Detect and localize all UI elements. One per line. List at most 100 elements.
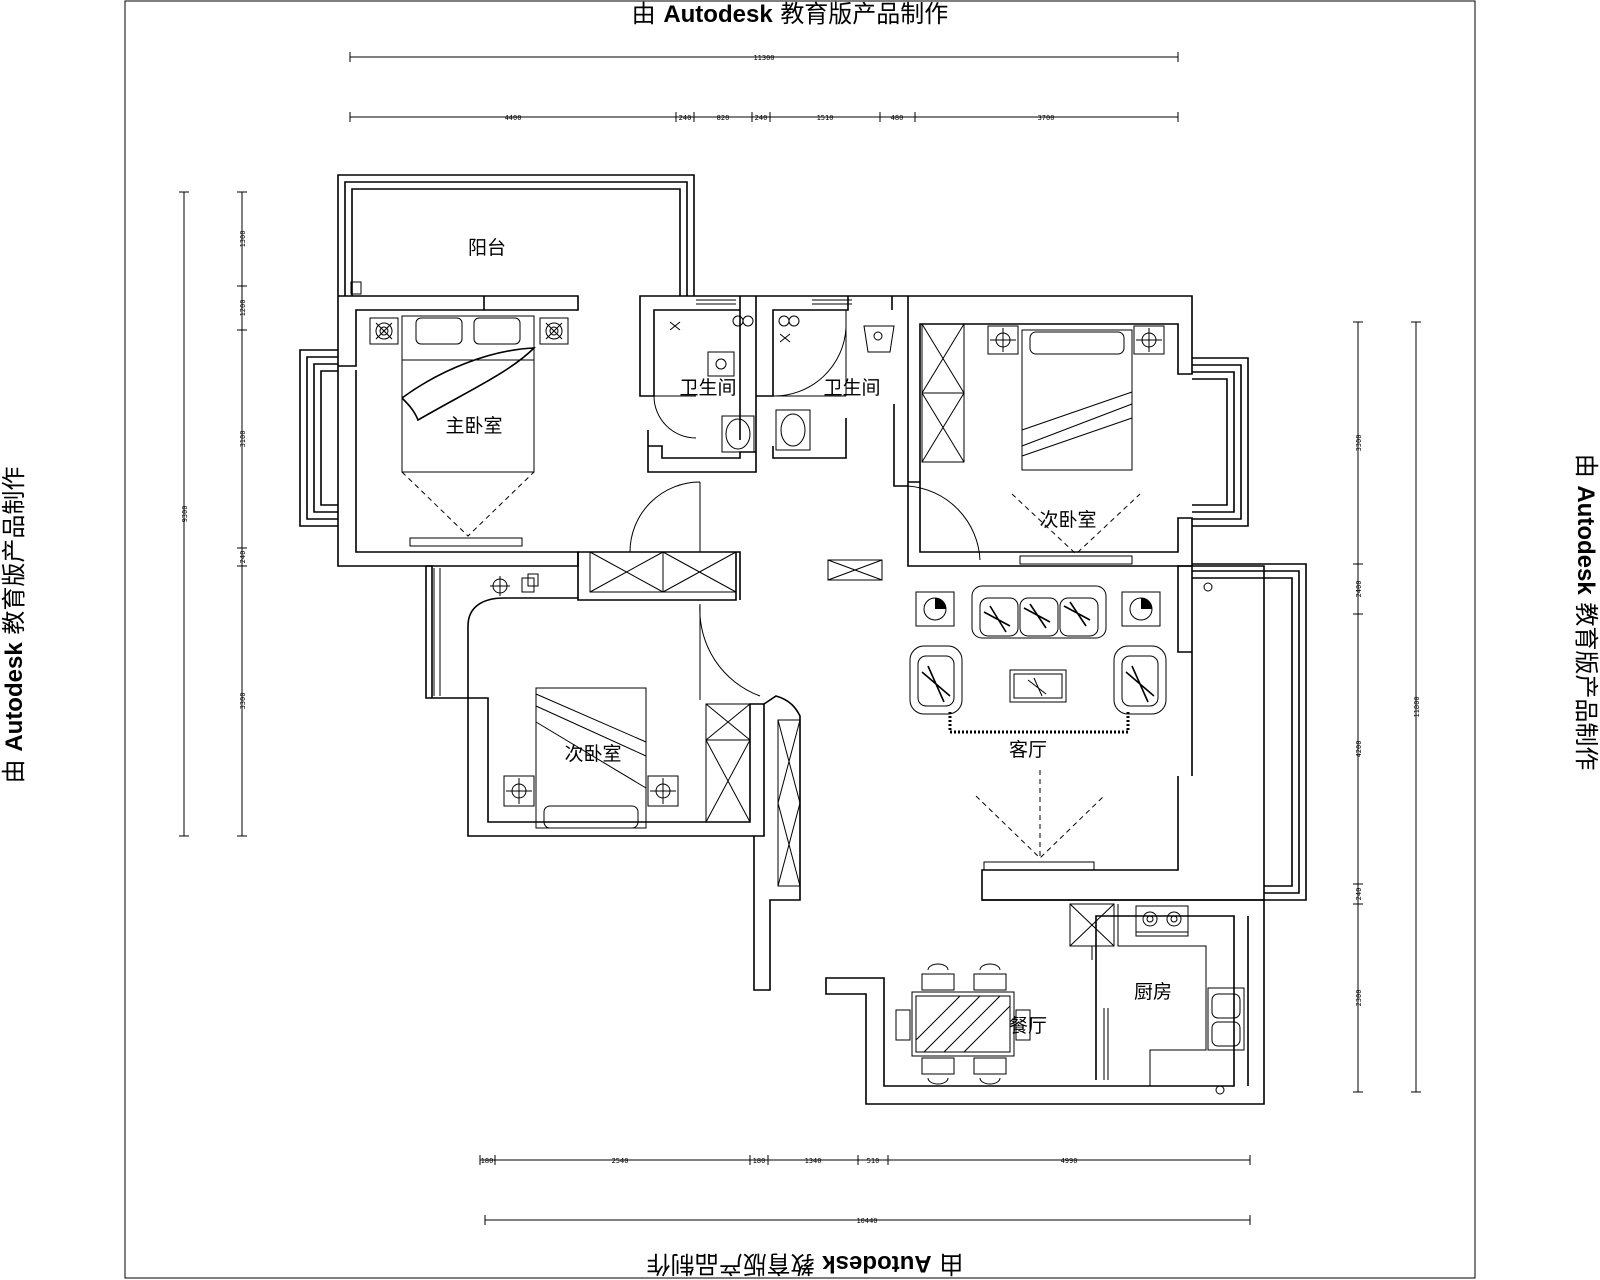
master-nightstand-left-icon	[369, 317, 399, 345]
dimension-bottom-total: 10440	[484, 1215, 1251, 1225]
watermark-left-suffix: 教育版产品制作	[0, 467, 28, 635]
right-bed	[1021, 329, 1133, 471]
watermark-right-brand: Autodesk	[1572, 485, 1599, 595]
balcony-railing	[337, 174, 695, 296]
coffee-table	[1009, 669, 1067, 703]
corridor-tall-cabinet	[777, 719, 801, 887]
bathroom-2-door	[772, 310, 847, 397]
master-tv-cabinet	[401, 471, 535, 547]
sofa-three-seat	[971, 585, 1107, 639]
watermark-right-prefix: 由	[1572, 454, 1600, 478]
dimension-top-segments: 4400 240 820 240 1510 480 3700	[349, 112, 1179, 122]
dimension-top-total-label: 11300	[753, 54, 774, 62]
doors	[629, 310, 1109, 1080]
dimension-right-seg-4: 240	[1355, 888, 1363, 901]
living-room-wall	[981, 565, 1265, 901]
dimension-left-seg-5: 3300	[239, 693, 247, 710]
watermark-top-suffix: 教育版产品制作	[780, 0, 948, 28]
svg-text:由 Autodesk 教育版产品制作: 由 Autodesk 教育版产品制作	[0, 467, 28, 784]
kitchen-fixture-icon	[350, 281, 1225, 1095]
left-nightstand-right-icon	[647, 775, 679, 807]
svg-text:由 Autodesk 教育版产品制作: 由 Autodesk 教育版产品制作	[647, 1250, 964, 1278]
room-label-master-bedroom: 主卧室	[445, 415, 502, 437]
dimension-bottom-seg-6: 4990	[1061, 1157, 1078, 1165]
bathroom-window-right	[812, 295, 852, 305]
dimension-left-outer-label: 9300	[181, 506, 189, 523]
master-bed	[401, 315, 537, 473]
room-label-dining-room: 餐厅	[1009, 1015, 1047, 1037]
watermark-left-brand: Autodesk	[1, 642, 28, 752]
bathroom-2-fixtures	[775, 315, 895, 451]
dimension-left-seg-2: 1200	[239, 300, 247, 317]
living-room-balcony-railing	[1192, 563, 1307, 901]
watermark-top-brand: Autodesk	[663, 1, 773, 28]
dimension-left-segments: 1300 1200 3100 240 3300	[237, 191, 247, 837]
dimension-left-seg-3: 3100	[239, 431, 247, 448]
dimension-left-outer: 9300	[179, 191, 189, 837]
watermark-bottom-prefix: 由	[939, 1250, 963, 1278]
stove-icon	[1135, 905, 1189, 937]
left-bedroom-wardrobe	[705, 703, 751, 823]
dimension-left-seg-1: 1300	[239, 231, 247, 248]
room-label-living-room: 客厅	[1009, 739, 1047, 761]
dimension-right-seg-3: 4200	[1355, 741, 1363, 758]
walls	[299, 174, 1307, 1105]
dimension-right-outer-label: 11800	[1413, 696, 1421, 717]
kitchen-door	[1103, 1008, 1109, 1080]
room-label-balcony: 阳台	[468, 237, 506, 259]
kitchen-sink-icon	[1207, 987, 1245, 1051]
right-bedroom-bay-window	[1192, 357, 1249, 527]
dimension-bottom-seg-1: 180	[481, 1157, 494, 1165]
svg-text:由 Autodesk 教育版产品制作: 由 Autodesk 教育版产品制作	[1572, 454, 1600, 771]
watermark-top: 由 Autodesk 教育版产品制作	[632, 0, 949, 28]
dimension-top-seg-7: 3700	[1038, 114, 1055, 122]
corridor-door-1	[629, 481, 701, 553]
room-label-kitchen: 厨房	[1134, 981, 1172, 1003]
left-bedroom-door	[699, 603, 761, 700]
bathroom-1-door	[653, 395, 697, 439]
watermark-top-prefix: 由	[632, 0, 656, 28]
dimension-bottom-seg-3: 180	[753, 1157, 766, 1165]
side-table-left-icon	[915, 591, 955, 627]
dimension-bottom-seg-4: 1340	[805, 1157, 822, 1165]
dimension-right-seg-1: 3300	[1355, 435, 1363, 452]
bathroom-1-fixtures	[669, 315, 755, 453]
master-bedroom-bay-window	[299, 349, 338, 527]
entry-shoe-cabinet	[827, 559, 883, 581]
dimension-bottom-seg-2: 2540	[612, 1157, 629, 1165]
dining-table	[911, 991, 1015, 1057]
watermark-bottom-brand: Autodesk	[822, 1250, 932, 1277]
dimension-top-seg-2: 240	[679, 114, 692, 122]
dimension-top-seg-1: 4400	[505, 114, 522, 122]
wardrobes	[589, 323, 1115, 960]
left-bedroom-window	[433, 568, 441, 696]
room-label-second-bedroom-right: 次卧室	[1039, 509, 1096, 531]
right-bedroom-tv-cabinet	[1011, 493, 1141, 565]
armchair-left	[909, 645, 963, 715]
watermark-bottom-suffix: 教育版产品制作	[647, 1250, 815, 1278]
watermark-right-suffix: 教育版产品制作	[1572, 602, 1600, 770]
watermark-bottom: 由 Autodesk 教育版产品制作	[647, 1250, 964, 1278]
right-bedroom-wall	[893, 295, 1193, 567]
room-label-bathroom-1: 卫生间	[679, 377, 736, 399]
bathroom-window-left	[696, 295, 736, 305]
watermark-left-prefix: 由	[0, 759, 28, 783]
dimension-right-segments: 3300 2400 4200 240 2300	[1353, 321, 1363, 1093]
left-nightstand-left-icon	[503, 775, 535, 807]
dimension-top-seg-6: 480	[891, 114, 904, 122]
dimension-right-seg-5: 2300	[1355, 990, 1363, 1007]
svg-text:由 Autodesk 教育版产品制作: 由 Autodesk 教育版产品制作	[632, 0, 949, 28]
living-tv-cabinet	[975, 770, 1105, 871]
right-nightstand-left-icon	[987, 325, 1019, 355]
watermark-left: 由 Autodesk 教育版产品制作	[0, 467, 28, 784]
corridor-wardrobe	[589, 551, 737, 593]
right-bedroom-wardrobe	[921, 323, 965, 463]
side-table-right-icon	[1121, 591, 1161, 627]
dimension-right-outer: 11800	[1411, 321, 1421, 1093]
dimension-top-seg-4: 240	[755, 114, 768, 122]
dimension-top-total: 11300	[349, 52, 1179, 62]
left-bedroom-wall	[425, 565, 765, 837]
dimension-right-seg-2: 2400	[1355, 581, 1363, 598]
room-label-bathroom-2: 卫生间	[823, 377, 880, 399]
